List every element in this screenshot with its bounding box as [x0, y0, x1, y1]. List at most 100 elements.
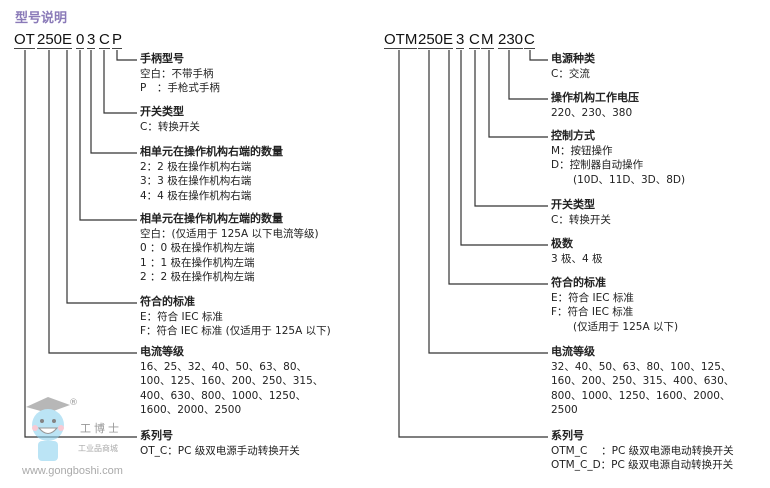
block-standard: 符合的标准 E：符合 IEC 标准 F：符合 IEC 标准 (仅适用于 125A…: [140, 295, 331, 339]
code-segment-series: OTM: [384, 31, 418, 49]
block-heading: 操作机构工作电压: [551, 91, 639, 104]
block-heading: 符合的标准: [551, 276, 606, 289]
code-segment-current: 250: [418, 31, 444, 49]
block-line: 空白：(仅适用于 125A 以下电流等级): [140, 227, 319, 240]
watermark-subtitle: 工业品商城: [78, 444, 118, 453]
block-line: F：符合 IEC 标准 (仅适用于 125A 以下): [140, 325, 331, 337]
block-heading: 开关类型: [551, 198, 595, 211]
block-line: 16、25、32、40、50、63、80、: [140, 360, 308, 373]
connector-line: [66, 50, 137, 304]
block-line: D：控制器自动操作: [551, 159, 644, 171]
block-heading: 符合的标准: [140, 295, 195, 308]
code-segment-switch-type: C: [469, 31, 480, 49]
code-segment-standard: E: [443, 31, 454, 49]
code-segment-switch-type: C: [99, 31, 110, 49]
block-heading: 控制方式: [551, 129, 595, 142]
block-series: 系列号 OT_C：PC 级双电源手动转换开关: [140, 429, 300, 458]
code-segment-voltage: 230: [498, 31, 524, 49]
block-line: 400、630、800、1000、1250、: [140, 389, 307, 402]
code-segment-control: M: [481, 31, 494, 49]
block-line: 空白：不带手柄: [140, 67, 214, 80]
block-line: 4：4 极在操作机构右端: [140, 189, 252, 202]
block-line: 100、125、160、200、250、315、: [140, 375, 324, 387]
block-heading: 相单元在操作机构左端的数量: [140, 212, 283, 225]
block-line: 1600、2000、2500: [140, 404, 242, 416]
block-switch-type: 开关类型 C：转换开关: [140, 105, 200, 134]
connector-line: [24, 50, 137, 438]
connector-line: [529, 50, 548, 61]
code-segment-series: OT: [14, 31, 35, 49]
block-line: 800、1000、1250、1600、2000、: [551, 389, 731, 402]
code-segment-handle: P: [112, 31, 123, 49]
code-segment-right-poles: 3: [87, 31, 96, 49]
block-line: 1 ：1 极在操作机构左端: [140, 256, 255, 269]
block-line: (仅适用于 125A 以下): [573, 320, 679, 333]
block-line: 220、230、380: [551, 106, 633, 119]
code-segment-current: 250: [37, 31, 63, 49]
block-line: OTM_C ：PC 级双电源电动转换开关: [551, 444, 734, 457]
block-line: OT_C：PC 级双电源手动转换开关: [140, 444, 300, 457]
block-line: C：转换开关: [140, 120, 200, 133]
connector-line: [474, 50, 548, 207]
code-segment-left-poles: 0: [76, 31, 85, 49]
block-line: OTM_C_D：PC 级双电源自动转换开关: [551, 459, 734, 471]
block-series: 系列号 OTM_C ：PC 级双电源电动转换开关 OTM_C_D：PC 级双电源…: [551, 429, 734, 473]
block-heading: 电流等级: [551, 345, 595, 358]
connector-line: [460, 50, 548, 246]
block-current-rating: 电流等级 16、25、32、40、50、63、80、 100、125、160、2…: [140, 345, 323, 418]
code-segment-standard: E: [62, 31, 73, 49]
block-line: 3 极、4 极: [551, 252, 603, 265]
block-line: C：转换开关: [551, 213, 611, 226]
block-line: E：符合 IEC 标准: [551, 291, 634, 304]
page-title: 型号说明: [15, 11, 68, 26]
block-line: 2 ：2 极在操作机构左端: [140, 271, 255, 283]
watermark-url: www.gongboshi.com: [22, 465, 123, 477]
block-line: E：符合 IEC 标准: [140, 310, 223, 323]
block-line: 2500: [551, 404, 578, 416]
block-heading: 极数: [551, 237, 573, 250]
block-heading: 相单元在操作机构右端的数量: [140, 145, 283, 158]
block-line: 160、200、250、315、400、630、: [551, 375, 735, 387]
code-segment-power-type: C: [524, 31, 535, 49]
block-line: 3：3 极在操作机构右端: [140, 175, 252, 187]
block-heading: 电源种类: [551, 52, 595, 65]
block-line: 0 ：0 极在操作机构左端: [140, 242, 255, 254]
code-segment-poles: 3: [456, 31, 465, 49]
block-standard: 符合的标准 E：符合 IEC 标准 F：符合 IEC 标准 (仅适用于 125A…: [551, 276, 678, 334]
block-heading: 电流等级: [140, 345, 184, 358]
block-left-poles: 相单元在操作机构左端的数量 空白：(仅适用于 125A 以下电流等级) 0 ：0…: [140, 212, 319, 285]
connector-line: [116, 50, 137, 61]
block-line: 2：2 极在操作机构右端: [140, 160, 252, 173]
block-poles: 极数 3 极、4 极: [551, 237, 603, 266]
connector-line: [488, 50, 548, 138]
connector-line: [428, 50, 548, 354]
connector-line: [48, 50, 137, 354]
block-line: C：交流: [551, 67, 590, 80]
block-current-rating: 电流等级 32、40、50、63、80、100、125、 160、200、250…: [551, 345, 734, 418]
block-line: M：按钮操作: [551, 144, 613, 157]
connector-line: [79, 50, 137, 221]
block-heading: 系列号: [140, 429, 173, 442]
block-voltage: 操作机构工作电压 220、230、380: [551, 91, 639, 120]
block-switch-type: 开关类型 C：转换开关: [551, 198, 611, 227]
block-handle-type: 手柄型号 空白：不带手柄 P ：手枪式手柄: [140, 52, 220, 96]
connector-line: [508, 50, 548, 100]
block-line: 32、40、50、63、80、100、125、: [551, 360, 732, 373]
connector-line: [448, 50, 548, 285]
mascot-logo-icon: [26, 397, 70, 461]
block-line: F：符合 IEC 标准: [551, 306, 634, 318]
connector-line: [90, 50, 137, 154]
block-right-poles: 相单元在操作机构右端的数量 2：2 极在操作机构右端 3：3 极在操作机构右端 …: [140, 145, 283, 203]
block-heading: 手柄型号: [140, 52, 184, 65]
connector-line: [398, 50, 548, 438]
block-line: P ：手枪式手柄: [140, 82, 220, 94]
block-heading: 系列号: [551, 429, 584, 442]
block-line: (10D、11D、3D、8D): [573, 173, 686, 186]
watermark-brand: 工博士: [80, 422, 122, 435]
block-control-mode: 控制方式 M：按钮操作 D：控制器自动操作 (10D、11D、3D、8D): [551, 129, 685, 187]
registered-mark: ®: [69, 398, 78, 408]
block-heading: 开关类型: [140, 105, 184, 118]
connector-line: [103, 50, 137, 114]
